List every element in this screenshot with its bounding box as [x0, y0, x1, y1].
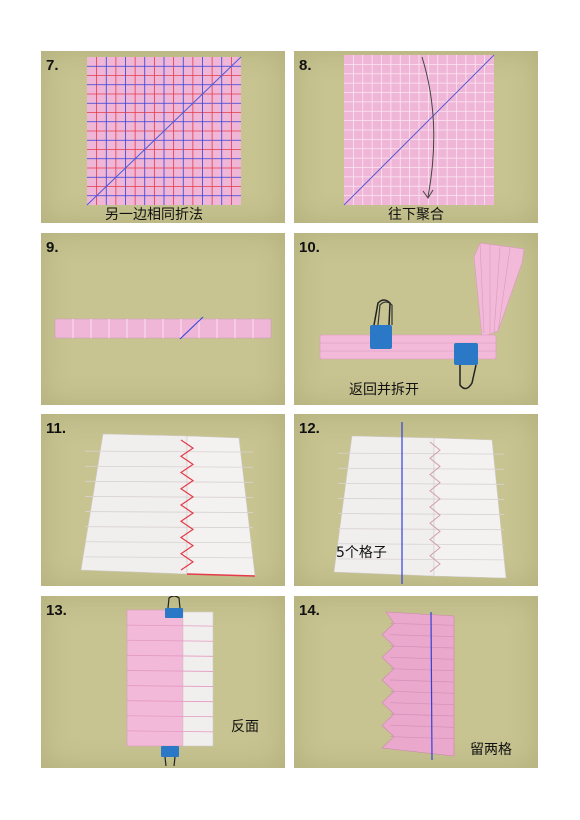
step-7-panel: 7. 另一边相同折法 [41, 51, 285, 223]
step-caption: 返回并拆开 [349, 382, 419, 398]
step-number: 8. [299, 57, 312, 74]
step-caption: 5个格子 [336, 545, 387, 561]
step-caption: 反面 [231, 719, 259, 735]
step-caption: 留两格 [470, 742, 512, 758]
step-9-panel: 9. [41, 233, 285, 405]
step-9-illustration [54, 316, 272, 340]
step-number: 7. [46, 57, 59, 74]
step-caption: 往下聚合 [388, 207, 444, 223]
step-13-panel: 13. 反面 [41, 596, 285, 768]
step-10-panel: 10. 返回并拆开 [294, 233, 538, 405]
step-number: 13. [46, 602, 67, 619]
step-12-panel: 12. 5个格子 [294, 414, 538, 586]
step-14-illustration [381, 611, 455, 761]
step-10-illustration [319, 242, 525, 390]
step-8-panel: 8. 往下聚合 [294, 51, 538, 223]
step-number: 11. [46, 420, 67, 437]
step-number: 12. [299, 420, 320, 437]
step-number: 9. [46, 239, 59, 256]
step-caption: 另一边相同折法 [105, 207, 203, 223]
step-14-panel: 14. 留两格 [294, 596, 538, 768]
step-number: 14. [299, 602, 320, 619]
step-7-illustration [86, 56, 242, 206]
step-11-illustration [80, 433, 256, 577]
step-13-illustration [126, 596, 214, 767]
step-number: 10. [299, 239, 320, 256]
step-8-illustration [343, 54, 495, 206]
step-12-illustration [333, 422, 507, 584]
step-11-panel: 11. [41, 414, 285, 586]
